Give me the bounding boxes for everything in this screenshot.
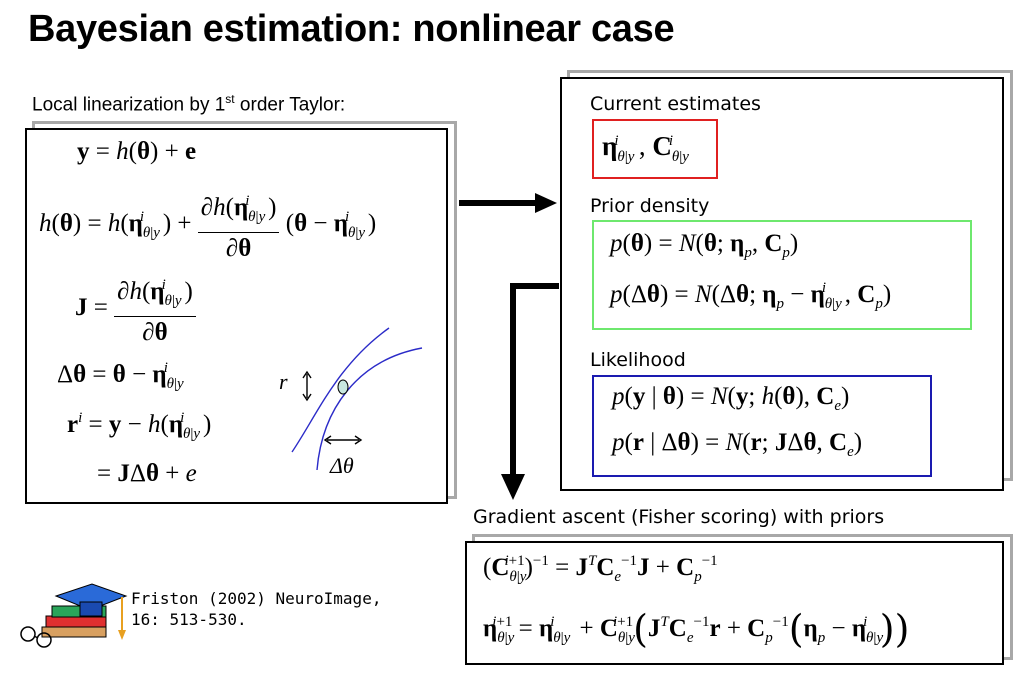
page-title: Bayesian estimation: nonlinear case bbox=[28, 8, 675, 50]
dtheta-label: Δθ bbox=[330, 453, 354, 478]
curve-b bbox=[316, 347, 423, 471]
prior-density-box: p(θ) = N(θ; ηp, Cp) p(Δθ) = N(Δθ; ηp − η… bbox=[592, 220, 972, 330]
current-estimates-box: ηθ|yi , Cθ|yi bbox=[592, 119, 718, 179]
linearization-diagram bbox=[291, 327, 423, 471]
taylor-panel: y = h(θ) + e h(θ) = h(ηθ|yi ) + ∂h(ηθ|yi… bbox=[25, 128, 448, 504]
dtheta-arrow-heads bbox=[323, 435, 363, 445]
eq-delta-theta: Δθ = θ − ηθ|yi bbox=[57, 360, 184, 392]
prior-density-label: Prior density bbox=[590, 195, 710, 217]
eq-residual-linear: = JΔθ + e bbox=[97, 460, 197, 487]
eq-model: y = h(θ) + e bbox=[77, 138, 197, 165]
curve-a bbox=[291, 327, 390, 453]
estimates-panel: Current estimates ηθ|yi , Cθ|yi Prior de… bbox=[560, 77, 1004, 491]
update-panel: (Cθ|yi+1)−1 = JTCe−1J + Cp−1 ηθ|yi+1 = η… bbox=[465, 541, 1004, 665]
eq-taylor: h(θ) = h(ηθ|yi ) + ∂h(ηθ|yi )∂θ (θ − ηθ|… bbox=[39, 186, 376, 265]
intersection-node bbox=[337, 379, 349, 395]
eq-residual: ri = y − h(ηθ|yi ) bbox=[67, 410, 212, 442]
gradient-ascent-label: Gradient ascent (Fisher scoring) with pr… bbox=[473, 506, 885, 528]
eq-jacobian: J = ∂h(ηθ|yi )∂θ bbox=[75, 270, 196, 349]
likelihood-box: p(y | θ) = N(y; h(θ), Ce) p(r | Δθ) = N(… bbox=[592, 375, 932, 477]
r-label: r bbox=[279, 369, 288, 394]
r-arrow-heads bbox=[302, 370, 312, 402]
eq-covariance-update: (Cθ|yi+1)−1 = JTCe−1J + Cp−1 bbox=[483, 553, 718, 585]
eq-mean-update: ηθ|yi+1 = ηθ|yi + Cθ|yi+1(JTCe−1r + Cp−1… bbox=[483, 607, 910, 651]
likelihood-label: Likelihood bbox=[590, 349, 686, 371]
arrow-to-update bbox=[501, 283, 559, 500]
graduation-cap-books-glasses-icon bbox=[20, 583, 128, 648]
arrow-to-estimates bbox=[459, 193, 557, 213]
citation: Friston (2002) NeuroImage, 16: 513-530. bbox=[131, 589, 382, 629]
taylor-caption: Local linearization by 1st order Taylor: bbox=[32, 92, 346, 116]
current-estimates-label: Current estimates bbox=[590, 93, 761, 115]
